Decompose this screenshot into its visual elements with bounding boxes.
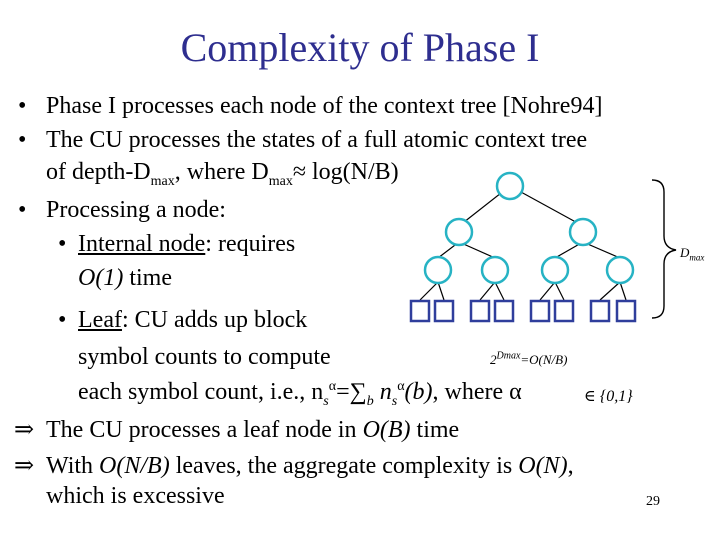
tree-internal-node [540, 255, 570, 285]
depth-text: of depth-D [46, 159, 151, 185]
bullet-dot: • [58, 307, 67, 333]
tree-leaf-node [409, 299, 431, 323]
bullet-cu-processes-line2: of depth-Dmax, where Dmax≈ log(N/B) [46, 159, 399, 188]
page-number: 29 [646, 494, 660, 509]
s-subscript: s [391, 393, 398, 409]
depth-brace-icon [651, 179, 677, 319]
bullet-dot: • [18, 93, 27, 119]
bullet-cu-processes-line1: The CU processes the states of a full at… [46, 127, 588, 153]
depth-label-sub: max [689, 252, 705, 263]
tree-internal-node [605, 255, 635, 285]
conclusion-text: The CU processes a leaf node in [46, 417, 363, 443]
tree-leaf-node [529, 299, 551, 323]
tree-edge [419, 281, 439, 301]
tree-edge [479, 281, 496, 301]
implies-arrow-icon: ⇒ [14, 453, 35, 479]
b-subscript: b [366, 393, 374, 409]
sum-symbol: =∑ [336, 379, 367, 405]
implies-arrow-icon: ⇒ [14, 417, 35, 443]
tree-internal-node [444, 217, 474, 247]
conclusion-text: leaves, the aggregate complexity is [169, 453, 519, 479]
tree-internal-node [480, 255, 510, 285]
tree-edge [619, 281, 627, 301]
bullet-processing-node: Processing a node: [46, 197, 226, 223]
leaf-line3: each symbol count, i.e., nsα=∑b nsα(b), … [78, 379, 522, 409]
subbullet-internal-node: Internal node: requires [78, 232, 295, 256]
conclusion-text: With [46, 453, 100, 479]
tree-edge [539, 281, 556, 301]
requires-text: : requires [205, 231, 296, 257]
on-term: O(N) [518, 453, 568, 479]
leaf-term: Leaf [78, 307, 122, 333]
tree-leaf-node [433, 299, 455, 323]
tree-leaf-node [615, 299, 637, 323]
time-text: time [410, 417, 460, 443]
max-subscript: max [268, 173, 293, 189]
where-alpha-text: , where α [432, 379, 522, 405]
tree-edge [437, 281, 445, 301]
where-text: , where D [174, 159, 269, 185]
tree-internal-node [423, 255, 453, 285]
tree-leaf-node [589, 299, 611, 323]
conclusion-aggregate: With O(N/B) leaves, the aggregate comple… [46, 454, 574, 478]
internal-node-term: Internal node [78, 231, 206, 257]
formula-exponent: Dmax [496, 350, 521, 362]
o1-term: O(1) [78, 265, 124, 291]
bullet-dot: • [18, 197, 27, 223]
onb-term: O(N/B) [99, 453, 170, 479]
bullet-dot: • [58, 231, 67, 257]
bullet-dot: • [18, 127, 27, 153]
tree-leaf-node [493, 299, 515, 323]
comma: , [567, 453, 574, 479]
alpha-superscript: α [328, 379, 337, 394]
tree-edge [554, 281, 565, 301]
tree-leaf-node [553, 299, 575, 323]
log-expression: ≈ log(N/B) [292, 159, 399, 185]
bullet-phase-processes: Phase I processes each node of the conte… [46, 93, 603, 119]
time-text: time [123, 265, 172, 291]
tree-edge [599, 281, 621, 301]
tree-leaf-node [469, 299, 491, 323]
n-term: n [373, 379, 392, 405]
internal-node-time: O(1) time [78, 266, 172, 290]
alpha-set: ∈ {0,1} [584, 388, 633, 405]
alpha-superscript: α [397, 379, 405, 394]
conclusion-excessive: which is excessive [46, 483, 225, 509]
formula-base: 2 [490, 352, 497, 367]
conclusion-leaf-time: The CU processes a leaf node in O(B) tim… [46, 418, 459, 442]
formula-rhs: =O(N/B) [520, 352, 568, 367]
b-argument: (b) [404, 379, 433, 405]
ob-term: O(B) [362, 417, 411, 443]
s-subscript: s [323, 393, 329, 409]
symbol-count-text: each symbol count, i.e., n [78, 379, 324, 405]
max-subscript: max [150, 173, 175, 189]
tree-root-node [495, 171, 525, 201]
depth-label-d: D [680, 245, 690, 260]
depth-label: Dmax [680, 245, 705, 263]
leaf-line2: symbol counts to compute [78, 344, 331, 370]
tree-internal-node [568, 217, 598, 247]
slide-title: Complexity of Phase I [180, 25, 540, 70]
leaf-count-formula: 2Dmax=O(N/B) [490, 350, 568, 368]
tree-edge [494, 281, 505, 301]
adds-up-text: : CU adds up block [121, 307, 308, 333]
subbullet-leaf: Leaf: CU adds up block [78, 308, 307, 332]
